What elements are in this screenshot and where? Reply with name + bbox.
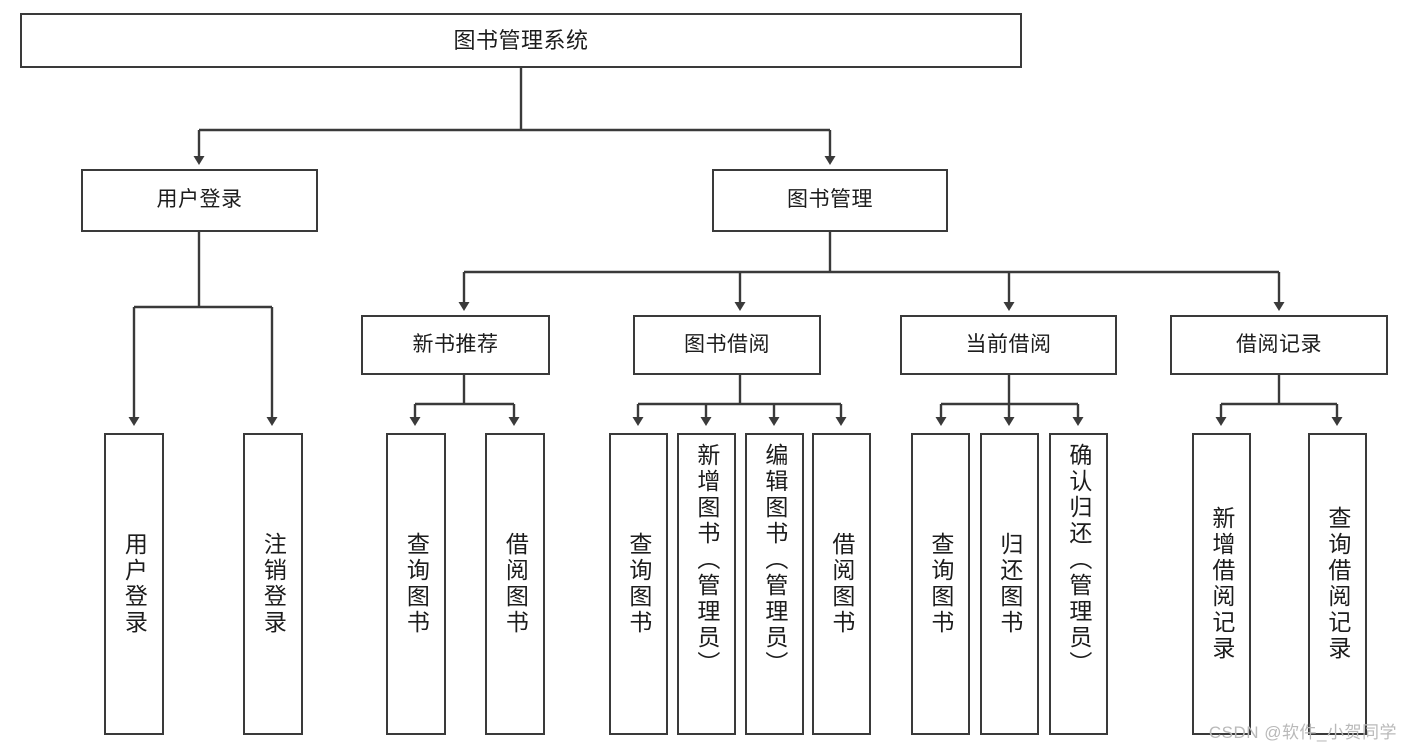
leaf-borrow-borrow-book-label: 借阅图书 bbox=[828, 532, 855, 636]
leaf-recommend-borrow-book[interactable]: 借阅图书 bbox=[485, 433, 545, 735]
leaf-user-login-signout-label: 注销登录 bbox=[260, 532, 287, 636]
leaf-borrow-add-book-admin-label: 新增图书（管理员） bbox=[693, 443, 720, 677]
leaf-user-login-signin-label: 用户登录 bbox=[121, 532, 148, 636]
leaf-borrow-edit-book-admin[interactable]: 编辑图书（管理员） bbox=[745, 433, 804, 735]
node-user-login-label: 用户登录 bbox=[156, 188, 243, 212]
node-root-system-label: 图书管理系统 bbox=[453, 27, 589, 53]
leaf-record-add-record[interactable]: 新增借阅记录 bbox=[1192, 433, 1251, 735]
leaf-record-add-record-label: 新增借阅记录 bbox=[1208, 506, 1235, 662]
leaf-borrow-add-book-admin[interactable]: 新增图书（管理员） bbox=[677, 433, 736, 735]
leaf-current-confirm-return-admin-label: 确认归还（管理员） bbox=[1065, 443, 1092, 677]
node-user-login[interactable]: 用户登录 bbox=[81, 169, 318, 232]
node-current-borrow[interactable]: 当前借阅 bbox=[900, 315, 1117, 375]
leaf-current-return-book-label: 归还图书 bbox=[996, 532, 1023, 636]
leaf-recommend-query-book-label: 查询图书 bbox=[403, 532, 430, 636]
watermark: CSDN @软件_小贺同学 bbox=[1208, 723, 1397, 742]
node-borrow-record-label: 借阅记录 bbox=[1236, 332, 1322, 356]
leaf-record-query-record[interactable]: 查询借阅记录 bbox=[1308, 433, 1367, 735]
node-book-borrow-label: 图书借阅 bbox=[684, 332, 770, 356]
node-current-borrow-label: 当前借阅 bbox=[965, 332, 1052, 356]
node-root-system[interactable]: 图书管理系统 bbox=[20, 13, 1022, 68]
leaf-recommend-borrow-book-label: 借阅图书 bbox=[502, 532, 529, 636]
leaf-borrow-borrow-book[interactable]: 借阅图书 bbox=[812, 433, 871, 735]
node-new-book-recommend-label: 新书推荐 bbox=[412, 332, 499, 356]
node-book-borrow[interactable]: 图书借阅 bbox=[633, 315, 821, 375]
leaf-current-confirm-return-admin[interactable]: 确认归还（管理员） bbox=[1049, 433, 1108, 735]
leaf-current-query-book-label: 查询图书 bbox=[927, 532, 954, 636]
leaf-user-login-signin[interactable]: 用户登录 bbox=[104, 433, 164, 735]
node-book-management[interactable]: 图书管理 bbox=[712, 169, 948, 232]
node-book-management-label: 图书管理 bbox=[787, 188, 873, 212]
leaf-borrow-query-book-label: 查询图书 bbox=[625, 532, 652, 636]
leaf-borrow-edit-book-admin-label: 编辑图书（管理员） bbox=[761, 443, 788, 677]
node-new-book-recommend[interactable]: 新书推荐 bbox=[361, 315, 550, 375]
leaf-record-query-record-label: 查询借阅记录 bbox=[1324, 506, 1351, 662]
leaf-current-query-book[interactable]: 查询图书 bbox=[911, 433, 970, 735]
node-borrow-record[interactable]: 借阅记录 bbox=[1170, 315, 1388, 375]
leaf-recommend-query-book[interactable]: 查询图书 bbox=[386, 433, 446, 735]
leaf-borrow-query-book[interactable]: 查询图书 bbox=[609, 433, 668, 735]
leaf-user-login-signout[interactable]: 注销登录 bbox=[243, 433, 303, 735]
leaf-current-return-book[interactable]: 归还图书 bbox=[980, 433, 1039, 735]
